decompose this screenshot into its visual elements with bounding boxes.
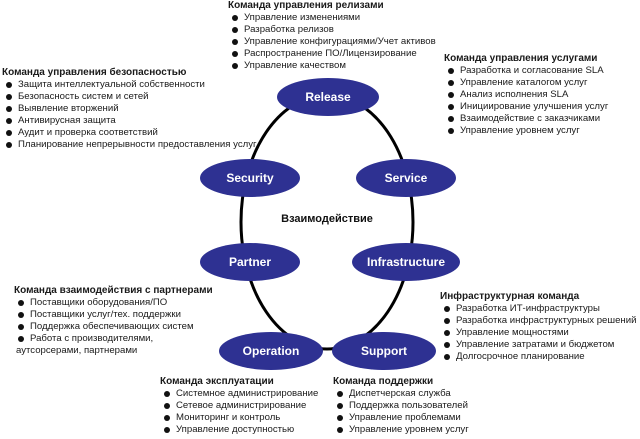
operation-team-group: Команда эксплуатации Системное администр… bbox=[160, 376, 318, 436]
list-item: Аудит и проверка соответствий bbox=[2, 127, 257, 139]
list-item: Взаимодействие с заказчиками bbox=[444, 113, 608, 125]
infrastructure-team-title: Инфраструктурная команда bbox=[440, 291, 580, 302]
support-node-label: Support bbox=[361, 344, 407, 358]
security-node-label: Security bbox=[226, 171, 274, 185]
security-node bbox=[200, 159, 300, 197]
infrastructure-team-list: Разработка ИТ-инфраструктуры Разработка … bbox=[440, 303, 636, 363]
list-item: Работа с производителями, bbox=[14, 333, 213, 345]
list-item: Сетевое администрирование bbox=[160, 400, 318, 412]
operation-team-list: Системное администрирование Сетевое адми… bbox=[160, 388, 318, 436]
support-team-list: Диспетчерская служба Поддержка пользоват… bbox=[333, 388, 469, 436]
support-team-title: Команда поддержки bbox=[333, 376, 434, 387]
list-item-continuation: аутсорсерами, партнерами bbox=[16, 345, 138, 356]
list-item: Безопасность систем и сетей bbox=[2, 91, 257, 103]
list-item: Выявление вторжений bbox=[2, 103, 257, 115]
list-item: Управление доступностью bbox=[160, 424, 318, 436]
list-item: Диспетчерская служба bbox=[333, 388, 469, 400]
release-team-title: Команда управления релизами bbox=[228, 0, 384, 11]
release-node-label: Release bbox=[305, 90, 351, 104]
support-node bbox=[332, 332, 436, 370]
list-item: Поддержка обеспечивающих систем bbox=[14, 321, 213, 333]
list-item: Управление мощностями bbox=[440, 327, 636, 339]
service-team-list: Разработка и согласование SLA Управление… bbox=[444, 65, 608, 137]
list-item: Управление конфигурациями/Учет активов bbox=[228, 36, 436, 48]
list-item: Разработка инфраструктурных решений bbox=[440, 315, 636, 327]
list-item: Управление уровнем услуг bbox=[333, 424, 469, 436]
list-item: Распространение ПО/Лицензирование bbox=[228, 48, 436, 60]
service-team-group: Команда управления услугами Разработка и… bbox=[444, 53, 608, 137]
service-node-label: Service bbox=[385, 171, 428, 185]
security-team-list: Защита интеллектуальной собственности Бе… bbox=[2, 79, 257, 151]
security-team-group: Команда управления безопасностью Защита … bbox=[2, 67, 257, 151]
list-item: Управление проблемами bbox=[333, 412, 469, 424]
partner-node bbox=[200, 243, 300, 281]
center-label: Взаимодействие bbox=[281, 213, 373, 225]
list-item: Разработка релизов bbox=[228, 24, 436, 36]
security-team-title: Команда управления безопасностью bbox=[2, 67, 187, 78]
partner-team-group: Команда взаимодействия с партнерами Пост… bbox=[14, 285, 213, 357]
infrastructure-node-label: Infrastructure bbox=[367, 255, 445, 269]
operation-node bbox=[219, 332, 323, 370]
list-item: Защита интеллектуальной собственности bbox=[2, 79, 257, 91]
list-item: Анализ исполнения SLA bbox=[444, 89, 608, 101]
partner-node-label: Partner bbox=[229, 255, 271, 269]
service-team-title: Команда управления услугами bbox=[444, 53, 598, 64]
operation-node-label: Operation bbox=[243, 344, 300, 358]
list-item: Управление уровнем услуг bbox=[444, 125, 608, 137]
list-item: Поставщики оборудования/ПО bbox=[14, 297, 213, 309]
release-team-list: Управление изменениями Разработка релизо… bbox=[228, 12, 436, 72]
partner-team-list: Поставщики оборудования/ПО Поставщики ус… bbox=[14, 297, 213, 357]
list-item: Планирование непрерывности предоставлени… bbox=[2, 139, 257, 151]
list-item: Долгосрочное планирование bbox=[440, 351, 636, 363]
list-item: Разработка ИТ-инфраструктуры bbox=[440, 303, 636, 315]
list-item: Управление качеством bbox=[228, 60, 436, 72]
list-item: Инициирование улучшения услуг bbox=[444, 101, 608, 113]
infrastructure-node bbox=[352, 243, 460, 281]
list-item: Системное администрирование bbox=[160, 388, 318, 400]
list-item: Управление каталогом услуг bbox=[444, 77, 608, 89]
list-item: Мониторинг и контроль bbox=[160, 412, 318, 424]
release-team-group: Команда управления релизами Управление и… bbox=[228, 0, 436, 72]
service-node bbox=[356, 159, 456, 197]
list-item: Поддержка пользователей bbox=[333, 400, 469, 412]
infrastructure-team-group: Инфраструктурная команда Разработка ИТ-и… bbox=[440, 291, 636, 363]
support-team-group: Команда поддержки Диспетчерская служба П… bbox=[333, 376, 469, 436]
partner-team-title: Команда взаимодействия с партнерами bbox=[14, 285, 213, 296]
release-node bbox=[277, 78, 379, 116]
list-item: Антивирусная защита bbox=[2, 115, 257, 127]
list-item: Управление затратами и бюджетом bbox=[440, 339, 636, 351]
list-item: Управление изменениями bbox=[228, 12, 436, 24]
list-item: Поставщики услуг/тех. поддержки bbox=[14, 309, 213, 321]
operation-team-title: Команда эксплуатации bbox=[160, 376, 274, 387]
list-item: Разработка и согласование SLA bbox=[444, 65, 608, 77]
